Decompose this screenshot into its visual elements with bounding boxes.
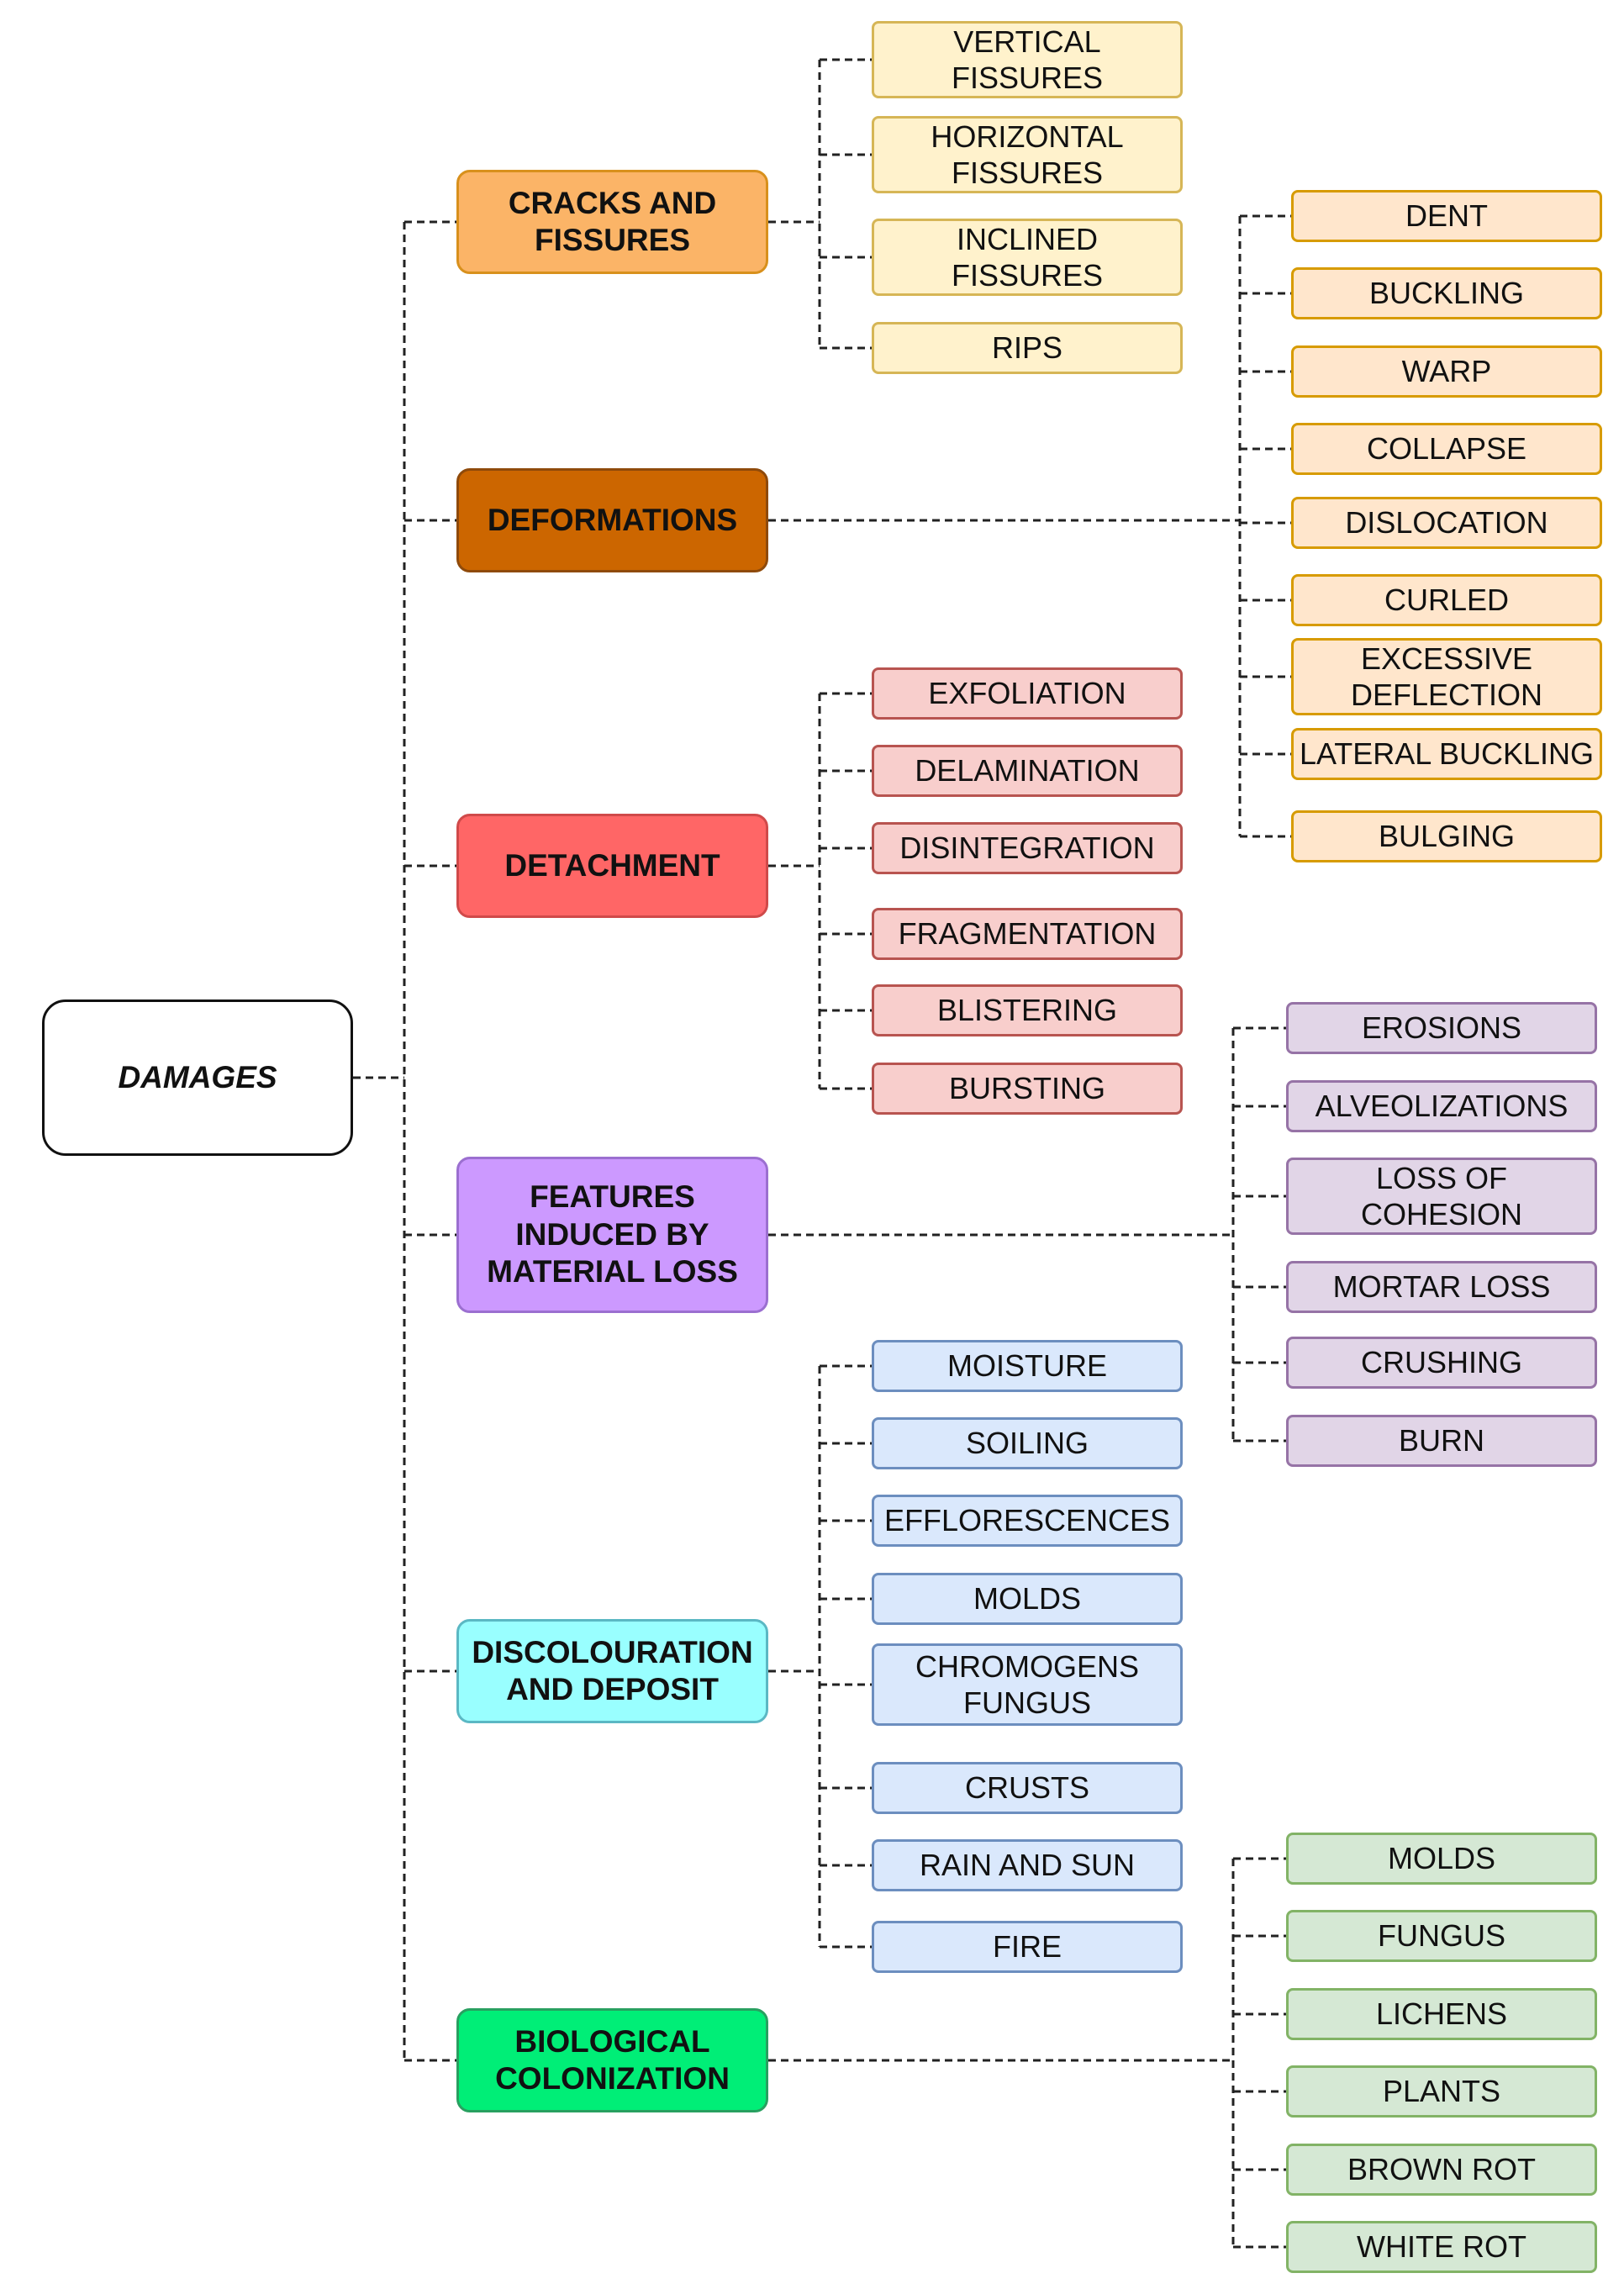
category-node-cracks-and-fissures: CRACKS AND FISSURES [456,170,768,274]
leaf-node-buckling: BUCKLING [1291,267,1602,319]
leaf-node-delamination: DELAMINATION [872,745,1183,797]
category-node-deformations: DEFORMATIONS [456,468,768,572]
leaf-node-fungus: FUNGUS [1286,1910,1597,1962]
leaf-node-lateral-buckling: LATERAL BUCKLING [1291,728,1602,780]
root-node-damages: DAMAGES [42,999,353,1156]
leaf-node-alveolizations: ALVEOLIZATIONS [1286,1080,1597,1132]
leaf-node-vertical-fissures: VERTICAL FISSURES [872,21,1183,98]
leaf-node-excessive-deflection: EXCESSIVE DEFLECTION [1291,638,1602,715]
leaf-node-fire: FIRE [872,1921,1183,1973]
leaf-node-inclined-fissures: INCLINED FISSURES [872,219,1183,296]
leaf-node-molds: MOLDS [872,1573,1183,1625]
category-node-biological-colonization: BIOLOGICAL COLONIZATION [456,2008,768,2112]
leaf-node-rips: RIPS [872,322,1183,374]
leaf-node-bursting: BURSTING [872,1063,1183,1115]
leaf-node-horizontal-fissures: HORIZONTAL FISSURES [872,116,1183,193]
leaf-node-moisture: MOISTURE [872,1340,1183,1392]
leaf-node-collapse: COLLAPSE [1291,423,1602,475]
leaf-node-fragmentation: FRAGMENTATION [872,908,1183,960]
leaf-node-lichens: LICHENS [1286,1988,1597,2040]
leaf-node-molds: MOLDS [1286,1833,1597,1885]
leaf-node-dent: DENT [1291,190,1602,242]
leaf-node-disintegration: DISINTEGRATION [872,822,1183,874]
leaf-node-brown-rot: BROWN ROT [1286,2144,1597,2196]
leaf-node-dislocation: DISLOCATION [1291,497,1602,549]
leaf-node-plants: PLANTS [1286,2065,1597,2118]
leaf-node-white-rot: WHITE ROT [1286,2221,1597,2273]
category-node-detachment: DETACHMENT [456,814,768,918]
leaf-node-bulging: BULGING [1291,810,1602,862]
leaf-node-efflorescences: EFFLORESCENCES [872,1495,1183,1547]
category-node-features-induced-by-material-loss: FEATURES INDUCED BY MATERIAL LOSS [456,1157,768,1313]
leaf-node-mortar-loss: MORTAR LOSS [1286,1261,1597,1313]
leaf-node-warp: WARP [1291,345,1602,398]
leaf-node-erosions: EROSIONS [1286,1002,1597,1054]
leaf-node-soiling: SOILING [872,1417,1183,1469]
leaf-node-blistering: BLISTERING [872,984,1183,1036]
leaf-node-crushing: CRUSHING [1286,1337,1597,1389]
leaf-node-exfoliation: EXFOLIATION [872,667,1183,720]
leaf-node-burn: BURN [1286,1415,1597,1467]
leaf-node-loss-of-cohesion: LOSS OF COHESION [1286,1158,1597,1235]
leaf-node-curled: CURLED [1291,574,1602,626]
leaf-node-crusts: CRUSTS [872,1762,1183,1814]
category-node-discolouration-and-deposit: DISCOLOURATION AND DEPOSIT [456,1619,768,1723]
leaf-node-rain-and-sun: RAIN AND SUN [872,1839,1183,1891]
leaf-node-chromogens-fungus: CHROMOGENS FUNGUS [872,1643,1183,1726]
